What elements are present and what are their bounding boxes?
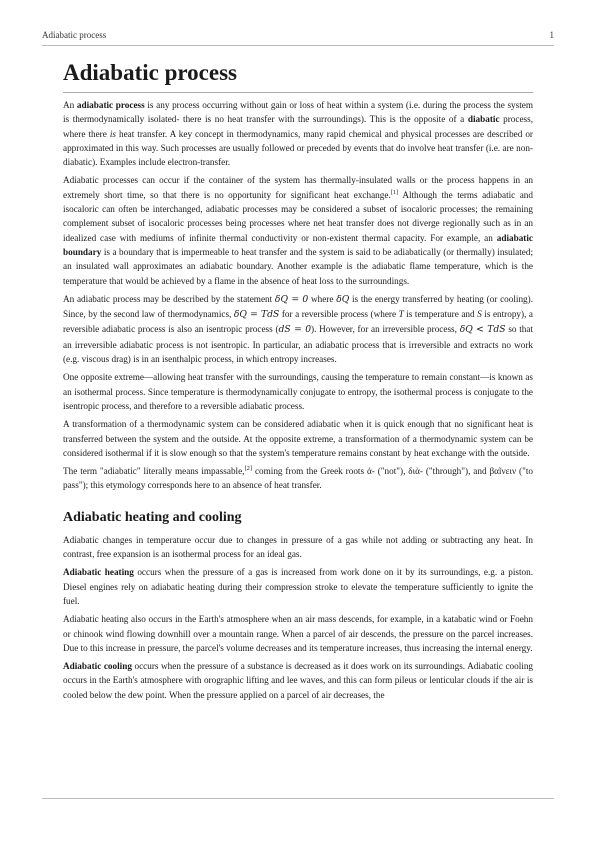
paragraph-transformation: A transformation of a thermodynamic syst… xyxy=(63,419,533,458)
article-title: Adiabatic process xyxy=(63,56,533,93)
intro-paragraph: An adiabatic process is any process occu… xyxy=(63,98,533,169)
page-number: 1 xyxy=(549,30,555,40)
text-run: The term "adiabatic" literally means imp… xyxy=(63,466,245,477)
term-adiabatic-process: adiabatic process xyxy=(76,100,145,110)
math-formula: δQ < TdS xyxy=(459,324,506,336)
text-run: occurs when the pressure of a gas is inc… xyxy=(63,567,533,606)
text-run: An adiabatic process may be described by… xyxy=(63,293,275,304)
text-run: where xyxy=(308,293,337,304)
term-adiabatic-heating: Adiabatic heating xyxy=(63,567,134,578)
text-run: ). However, for an irreversible process, xyxy=(311,324,460,335)
text-run: Although the terms adiabatic and isocalo… xyxy=(63,189,533,243)
paragraph-adiabatic-heating: Adiabatic heating occurs when the pressu… xyxy=(63,565,533,608)
term-diabatic: diabatic xyxy=(467,114,500,125)
text-run: for a reversible process (where xyxy=(279,309,399,320)
running-header: Adiabatic process 1 xyxy=(42,30,554,44)
text-run: An xyxy=(63,100,77,110)
emphasis-is: is xyxy=(109,128,116,139)
reference-link-2[interactable]: [2] xyxy=(244,465,253,473)
text-run: Adiabatic processes can occur if the con… xyxy=(63,175,533,200)
text-run: is temperature and xyxy=(403,309,478,320)
text-run: is the energy transferred by heating (or… xyxy=(63,293,534,320)
text-run: is any process occurring without gain or… xyxy=(63,100,533,125)
paragraph-etymology: The term "adiabatic" literally means imp… xyxy=(63,464,533,493)
text-run: process, where there xyxy=(63,114,533,139)
text-run: coming from the Greek roots ἀ- ("not"), … xyxy=(63,466,533,491)
article-body: An adiabatic process is any process occu… xyxy=(63,98,533,706)
paragraph-adiabatic-cooling: Adiabatic cooling occurs when the pressu… xyxy=(63,659,533,702)
text-run: so that an irreversible adiabatic proces… xyxy=(63,324,534,365)
variable-s: S xyxy=(477,309,482,320)
footer-divider xyxy=(42,798,554,799)
text-run: is entropy), a reversible adiabatic proc… xyxy=(63,309,533,335)
running-header-title: Adiabatic process xyxy=(42,30,107,40)
section-heading-heating-cooling: Adiabatic heating and cooling xyxy=(63,509,242,525)
math-formula: δQ xyxy=(336,293,350,305)
math-formula: dS = 0 xyxy=(278,324,312,336)
header-divider xyxy=(42,45,554,46)
text-run: occurs when the pressure of a substance … xyxy=(63,661,534,700)
paragraph-isothermal: One opposite extreme—allowing heat trans… xyxy=(63,372,533,411)
paragraph-conditions: Adiabatic processes can occur if the con… xyxy=(63,173,533,287)
math-formula: δQ = TdS xyxy=(233,309,280,321)
paragraph-statement: An adiabatic process may be described by… xyxy=(63,292,533,366)
text-run: heat transfer. A key concept in thermody… xyxy=(63,128,533,168)
term-adiabatic-boundary: adiabatic boundary xyxy=(63,232,533,257)
text-run: is a boundary that is impermeable to hea… xyxy=(63,246,533,286)
paragraph-atmosphere-heating: Adiabatic heating also occurs in the Ear… xyxy=(63,614,533,653)
variable-t: T xyxy=(398,309,404,320)
math-formula: δQ = 0 xyxy=(274,293,309,305)
term-adiabatic-cooling: Adiabatic cooling xyxy=(63,661,132,672)
reference-link-1[interactable]: [1] xyxy=(390,188,399,196)
paragraph-temperature-changes: Adiabatic changes in temperature occur d… xyxy=(63,534,533,560)
